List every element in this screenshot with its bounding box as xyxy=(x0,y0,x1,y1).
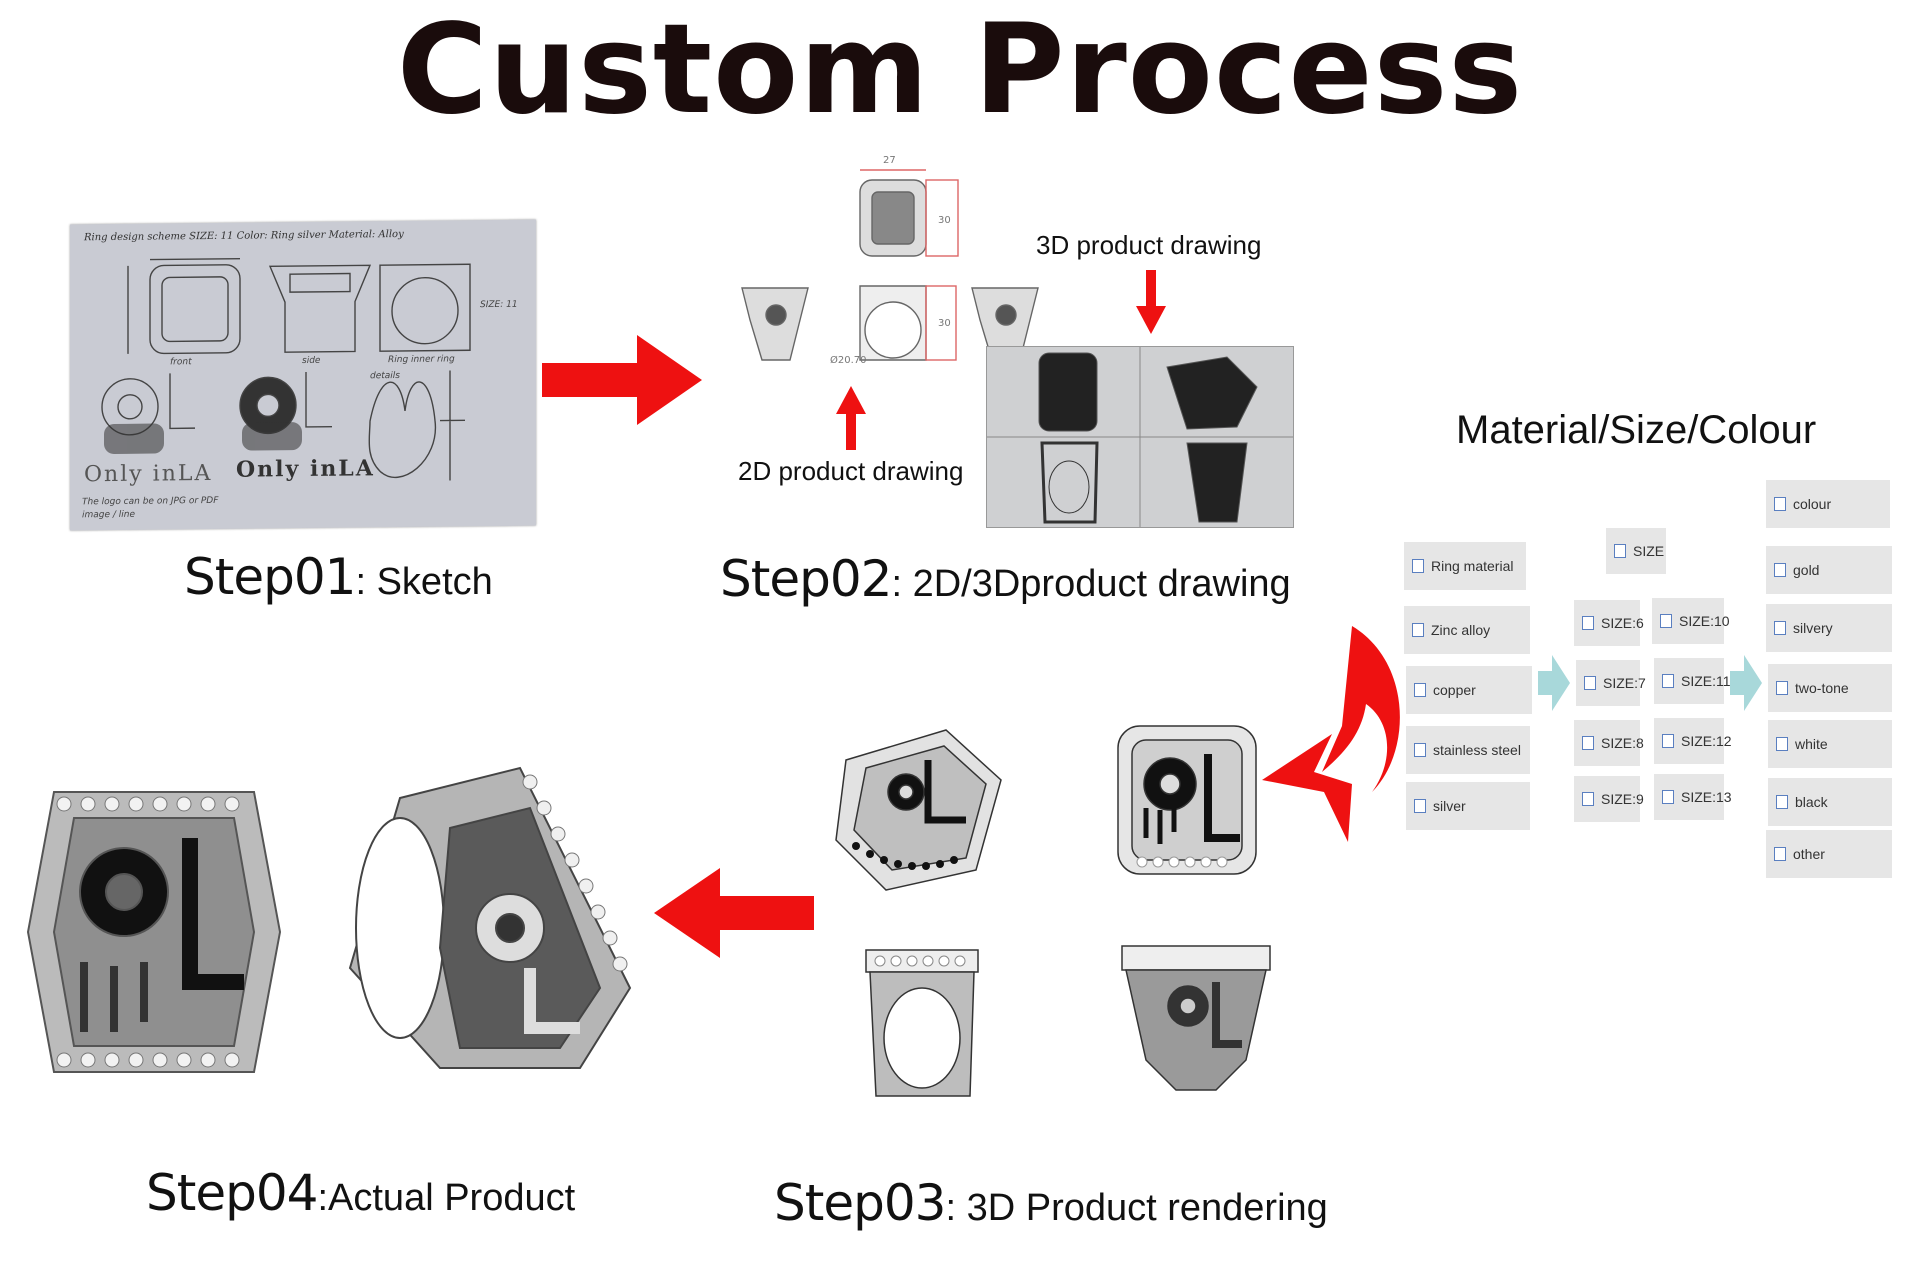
checkbox-icon xyxy=(1774,497,1786,511)
colour-option[interactable]: other xyxy=(1766,830,1892,878)
colour-option[interactable]: gold xyxy=(1766,546,1892,594)
material-panel-title: Material/Size/Colour xyxy=(1456,408,1817,452)
dim-diameter: Ø20.70 xyxy=(830,355,867,366)
size-option[interactable]: SIZE:9 xyxy=(1574,776,1644,822)
step04-label: Step04:Actual Product xyxy=(146,1164,575,1222)
dim-width: 27 xyxy=(883,155,896,166)
material-option[interactable]: copper xyxy=(1406,666,1532,714)
colour-option[interactable]: silvery xyxy=(1766,604,1892,652)
page-title: Custom Process xyxy=(396,0,1524,142)
callout-2d-drawing: 2D product drawing xyxy=(738,456,964,486)
sketch-label-details: details xyxy=(370,370,400,382)
colour-option[interactable]: white xyxy=(1768,720,1892,768)
size-option[interactable]: SIZE:13 xyxy=(1654,774,1732,820)
drawing-3d-viewport xyxy=(986,346,1294,528)
arrow-up-icon xyxy=(836,386,866,450)
sketch-label-front: front xyxy=(170,357,192,368)
render-angled-ring xyxy=(835,729,1002,891)
size-option[interactable]: SIZE:7 xyxy=(1576,660,1646,706)
checkbox-icon xyxy=(1774,847,1786,861)
colour-option[interactable]: two-tone xyxy=(1768,664,1892,712)
checkbox-icon xyxy=(1582,792,1594,806)
step04-number: Step04 xyxy=(146,1164,318,1222)
material-option[interactable]: Zinc alloy xyxy=(1404,606,1530,654)
viewport-renders xyxy=(987,347,1293,527)
size-option[interactable]: SIZE:11 xyxy=(1654,658,1731,704)
chevron-right-icon xyxy=(1730,655,1762,711)
step03-desc: : 3D Product rendering xyxy=(945,1187,1328,1229)
chevron-right-icon xyxy=(1538,655,1570,711)
step04-desc: :Actual Product xyxy=(317,1177,576,1219)
arrow-left-icon xyxy=(654,868,814,958)
size-option[interactable]: SIZE:10 xyxy=(1652,598,1730,644)
sketch-paper: Ring design scheme SIZE: 11 Color: Ring … xyxy=(70,219,536,531)
step02-number: Step02 xyxy=(720,550,892,608)
drawing-2d-views xyxy=(741,169,1039,361)
sketch-brand-left: Only inLA xyxy=(84,460,213,488)
checkbox-icon xyxy=(1776,737,1788,751)
material-option[interactable]: Ring material xyxy=(1404,542,1526,590)
sketch-brand-right: Only inLA xyxy=(236,455,375,483)
checkbox-icon xyxy=(1776,681,1788,695)
dim-height: 30 xyxy=(938,215,951,226)
dim-side: 30 xyxy=(938,318,951,329)
checkbox-icon xyxy=(1662,790,1674,804)
step01-desc: : Sketch xyxy=(355,561,493,603)
checkbox-icon xyxy=(1582,736,1594,750)
step02-desc: : 2D/3Dproduct drawing xyxy=(891,563,1291,605)
size-option[interactable]: SIZE:6 xyxy=(1574,600,1644,646)
step03-label: Step03: 3D Product rendering xyxy=(774,1174,1328,1232)
checkbox-icon xyxy=(1662,734,1674,748)
product-front-photo xyxy=(26,791,282,1073)
size-option[interactable]: SIZE:8 xyxy=(1574,720,1644,766)
render-front-ring xyxy=(1117,725,1257,875)
checkbox-icon xyxy=(1414,743,1426,757)
callout-3d-drawing: 3D product drawing xyxy=(1036,230,1262,260)
arrow-right-icon xyxy=(542,335,702,425)
checkbox-icon xyxy=(1774,621,1786,635)
arrow-down-icon xyxy=(1136,270,1166,334)
checkbox-icon xyxy=(1660,614,1672,628)
checkbox-icon xyxy=(1776,795,1788,809)
sketch-label-inner: Ring inner ring xyxy=(388,354,455,366)
step02-label: Step02: 2D/3Dproduct drawing xyxy=(720,550,1291,608)
product-side-photo xyxy=(348,766,632,1069)
checkbox-icon xyxy=(1414,683,1426,697)
sketch-label-side: side xyxy=(302,355,321,367)
sketch-note: The logo can be on JPG or PDF image / li… xyxy=(82,495,219,521)
render-side-ring xyxy=(1121,945,1271,1091)
material-option[interactable]: silver xyxy=(1406,782,1530,830)
colour-option[interactable]: colour xyxy=(1766,480,1890,528)
checkbox-icon xyxy=(1582,616,1594,630)
size-option[interactable]: SIZE:12 xyxy=(1654,718,1732,764)
checkbox-icon xyxy=(1614,544,1626,558)
checkbox-icon xyxy=(1414,799,1426,813)
checkbox-icon xyxy=(1662,674,1674,688)
material-option[interactable]: stainless steel xyxy=(1406,726,1530,774)
checkbox-icon xyxy=(1412,559,1424,573)
size-header: SIZE xyxy=(1606,528,1666,574)
step03-number: Step03 xyxy=(774,1174,946,1232)
curved-arrow-icon xyxy=(1262,626,1400,842)
render-inner-ring xyxy=(865,949,979,1097)
step01-number: Step01 xyxy=(184,548,356,606)
checkbox-icon xyxy=(1774,563,1786,577)
sketch-drawings xyxy=(101,257,471,481)
sketch-label-size: SIZE: 11 xyxy=(480,299,518,311)
colour-option[interactable]: black xyxy=(1768,778,1892,826)
step01-label: Step01: Sketch xyxy=(184,548,493,606)
checkbox-icon xyxy=(1584,676,1596,690)
checkbox-icon xyxy=(1412,623,1424,637)
